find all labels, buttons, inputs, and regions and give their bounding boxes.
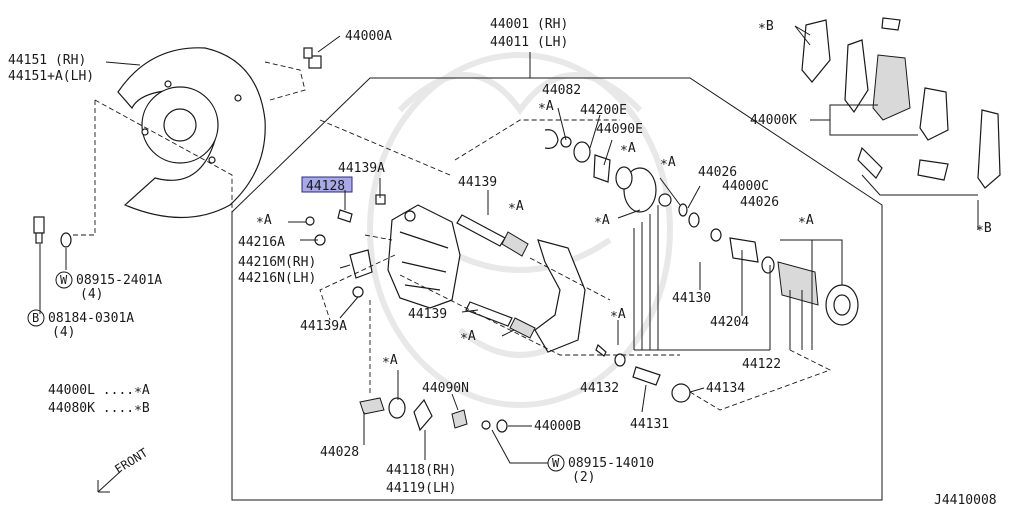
label-44118: 44118(RH) [386,463,456,478]
marker-w-2: W [547,454,565,472]
label-44001: 44001 (RH) [490,17,568,32]
marker-b: B [27,309,45,327]
caliper-bolts [305,194,386,298]
highlight-44128 [301,176,353,193]
label-44216a: 44216A [238,235,285,250]
label-star-a-8: ∗A [460,329,476,344]
dust-shield [117,47,266,218]
label-44000b: 44000B [534,419,581,434]
label-44026-1: 44026 [698,165,737,180]
diagram-code: J4410008 [934,493,997,508]
label-08915-2401a-qty: (4) [80,287,103,302]
label-star-a-6: ∗A [594,213,610,228]
lock-washer [60,232,72,248]
label-08915-2401a: 08915-2401A [76,273,162,288]
marker-w-1: W [55,271,73,289]
label-44122: 44122 [742,357,781,372]
label-08915-14010-qty: (2) [572,470,595,485]
label-44130: 44130 [672,291,711,306]
label-44139-bot: 44139 [408,307,447,322]
label-08915-14010: 08915-14010 [568,456,654,471]
label-44151a: 44151+A(LH) [8,69,94,84]
label-44134: 44134 [706,381,745,396]
label-star-a-1: ∗A [538,99,554,114]
label-44090n: 44090N [422,381,469,396]
label-star-a-10: ∗A [382,353,398,368]
label-44026-2: 44026 [740,195,779,210]
caliper-body [387,204,461,309]
leader-lines [39,25,979,464]
label-star-b-top: ∗B [758,19,774,34]
label-star-a-3: ∗A [660,155,676,170]
bleeder-and-clips [359,343,691,433]
label-44000k: 44000K [750,113,797,128]
label-08184: 08184-0301A [48,311,134,326]
label-44128: 44128 [306,179,345,194]
slide-pin-upper [456,214,529,257]
label-08184-qty: (4) [52,325,75,340]
label-44090e: 44090E [596,122,643,137]
label-44132: 44132 [580,381,619,396]
piston-parts [615,166,859,326]
label-44216m: 44216M(RH) [238,255,316,270]
label-44000a: 44000A [345,29,392,44]
front-arrow-icon: FRONT [97,446,150,493]
label-star-a-5: ∗A [256,213,272,228]
caliper-assembly-outline [231,77,883,501]
label-star-a-7: ∗A [798,213,814,228]
label-44000c: 44000C [722,179,769,194]
label-44131: 44131 [630,417,669,432]
label-44139a-bot: 44139A [300,319,347,334]
torque-member [534,239,586,353]
label-44011: 44011 (LH) [490,35,568,50]
label-star-b-right: ∗B [976,221,992,236]
label-44080k: 44080K ....∗B [48,401,150,416]
bolt-44000a [303,47,322,69]
label-star-a-9: ∗A [610,307,626,322]
label-44119: 44119(LH) [386,481,456,496]
clip-spring-assembly [544,129,611,183]
label-44200e: 44200E [580,103,627,118]
mounting-bolt [33,216,45,244]
svg-text:W: W [552,456,560,470]
slide-pin-lower [465,301,536,339]
label-44028: 44028 [320,445,359,460]
svg-text:B: B [32,311,39,325]
svg-text:W: W [60,273,68,287]
label-44139a-top: 44139A [338,161,385,176]
front-label: FRONT [112,446,150,477]
label-44151: 44151 (RH) [8,53,86,68]
label-44082: 44082 [542,83,581,98]
label-44000l: 44000L ....∗A [48,383,150,398]
dashed-guides [70,61,832,411]
label-star-a-2: ∗A [620,141,636,156]
label-44216n: 44216N(LH) [238,271,316,286]
pad-kit [801,17,1001,189]
label-44204: 44204 [710,315,749,330]
label-44139-top: 44139 [458,175,497,190]
label-star-a-4: ∗A [508,199,524,214]
